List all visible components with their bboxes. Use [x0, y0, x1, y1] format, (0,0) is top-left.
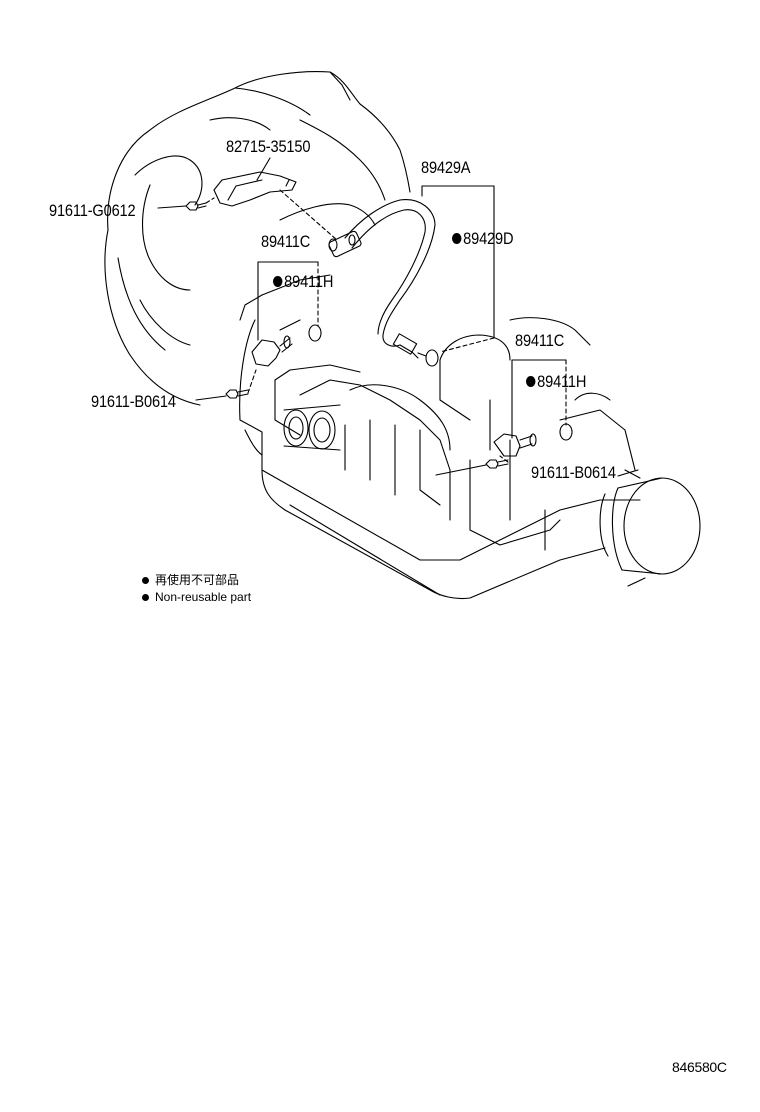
- label-89411C-left[interactable]: 89411C: [261, 232, 311, 251]
- legend: 再使用不可部品 Non-reusable part: [142, 572, 251, 606]
- label-89411C-right[interactable]: 89411C: [515, 331, 565, 350]
- dashed-leaders: [205, 189, 567, 463]
- legend-dot: [142, 577, 149, 584]
- case-cylinders: [283, 404, 341, 451]
- label-89429A[interactable]: 89429A: [421, 158, 471, 177]
- legend-en-text: Non-reusable part: [155, 590, 252, 604]
- label-82715-35150[interactable]: 82715-35150: [226, 137, 311, 156]
- legend-row-en: Non-reusable part: [142, 589, 251, 606]
- diagram-reference-code: 846580C: [672, 1059, 727, 1075]
- label-89429D-text: 89429D: [463, 229, 514, 248]
- bell-housing: [104, 71, 411, 406]
- wire-harness: [344, 199, 436, 359]
- harness-connector: [328, 230, 362, 258]
- bolt-91611-B0614-right: [485, 459, 509, 469]
- leader-lines: [157, 157, 639, 477]
- non-reusable-dot: [273, 276, 283, 287]
- speed-sensor-right: [493, 423, 573, 457]
- bolt-91611-G0612: [185, 201, 207, 211]
- legend-row-jp: 再使用不可部品: [142, 572, 251, 589]
- label-89411H-right[interactable]: 89411H: [526, 373, 586, 391]
- label-89411H-right-text: 89411H: [537, 372, 587, 391]
- non-reusable-dot: [452, 233, 462, 244]
- transmission-case: [239, 203, 641, 600]
- legend-jp-text: 再使用不可部品: [155, 573, 240, 587]
- label-91611-G0612[interactable]: 91611-G0612: [49, 201, 136, 220]
- label-91611-B0614-right[interactable]: 91611-B0614: [531, 463, 616, 482]
- legend-dot: [142, 594, 149, 601]
- output-flange: [599, 469, 701, 587]
- wire-bracket: [213, 171, 297, 207]
- label-89411H-left[interactable]: 89411H: [273, 273, 333, 291]
- non-reusable-dot: [526, 376, 536, 387]
- label-89411H-left-text: 89411H: [284, 272, 334, 291]
- label-89429D[interactable]: 89429D: [452, 229, 514, 248]
- label-91611-B0614-left[interactable]: 91611-B0614: [91, 392, 176, 411]
- bolt-91611-B0614-left: [225, 389, 249, 399]
- speed-sensor-left: [251, 324, 322, 367]
- oring-89429d: [425, 349, 439, 367]
